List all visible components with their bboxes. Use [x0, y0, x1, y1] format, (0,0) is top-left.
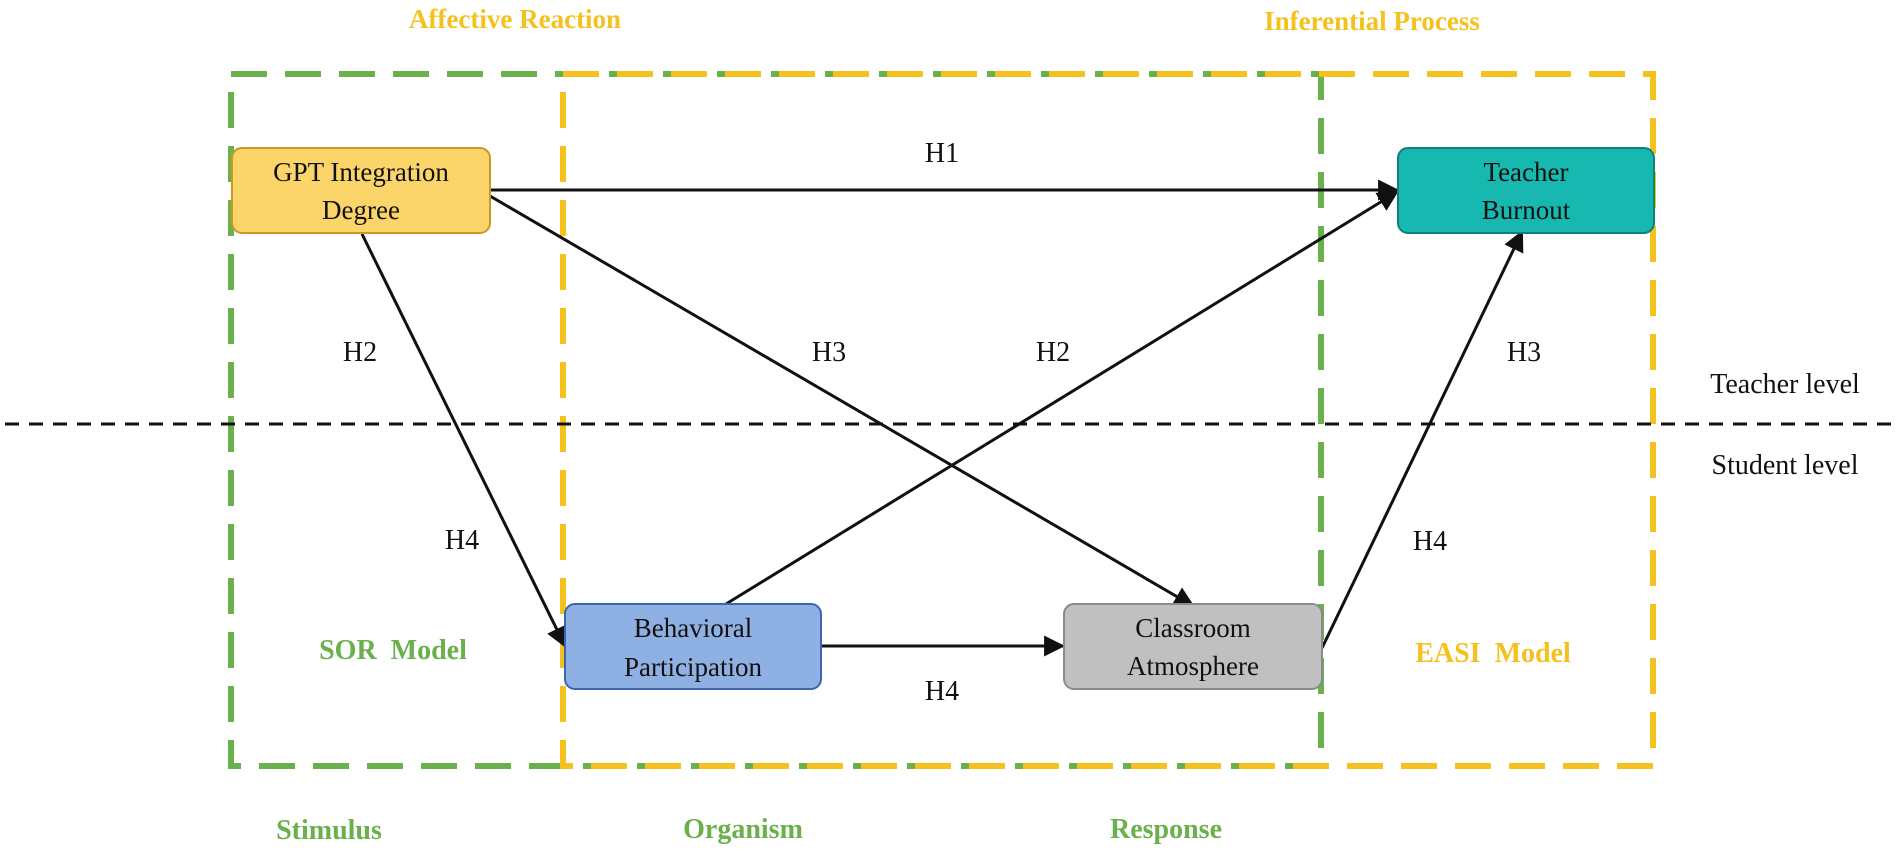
behavior-label-line2: Participation [624, 652, 762, 682]
sor-model-label: SOR Model [319, 635, 467, 666]
node-behavioral-participation: Behavioral Participation [564, 603, 822, 690]
hypothesis-label: H3 [1507, 337, 1541, 368]
hypothesis-label: H4 [925, 676, 959, 707]
organism-label: Organism [683, 814, 803, 845]
classroom-label-line2: Atmosphere [1127, 651, 1259, 681]
burnout-label-line2: Burnout [1482, 195, 1571, 225]
hypothesis-label: H1 [925, 138, 959, 169]
gpt-label-line1: GPT Integration [273, 157, 449, 187]
hypothesis-label: H4 [445, 525, 479, 556]
node-teacher-burnout: Teacher Burnout [1397, 147, 1655, 234]
arrow-gpt-to-behavior [360, 233, 567, 648]
easi-model-label: EASI Model [1415, 638, 1571, 669]
node-gpt-integration: GPT Integration Degree [231, 147, 491, 234]
easi-model-frame [560, 71, 1656, 769]
teacher-level-label: Teacher level [1710, 369, 1860, 400]
hypothesis-label: H2 [343, 337, 377, 368]
node-classroom-atmosphere: Classroom Atmosphere [1063, 603, 1323, 690]
hypothesis-label: H2 [1036, 337, 1070, 368]
burnout-label-line1: Teacher [1483, 157, 1568, 187]
stimulus-label: Stimulus [276, 815, 382, 846]
student-level-label: Student level [1712, 450, 1859, 481]
behavior-label-line1: Behavioral [634, 613, 752, 643]
arrow-behavior-to-burnout [725, 190, 1399, 606]
gpt-label-line2: Degree [322, 195, 400, 225]
hypothesis-label: H4 [1413, 526, 1447, 557]
arrow-classroom-to-burnout [1320, 230, 1524, 649]
inferential-process-label: Inferential Process [1264, 6, 1480, 36]
response-label: Response [1110, 814, 1222, 845]
classroom-label-line1: Classroom [1135, 613, 1251, 643]
affective-reaction-label: Affective Reaction [409, 4, 621, 34]
hypothesis-label: H3 [812, 337, 846, 368]
arrow-gpt-to-classroom [489, 194, 1195, 608]
